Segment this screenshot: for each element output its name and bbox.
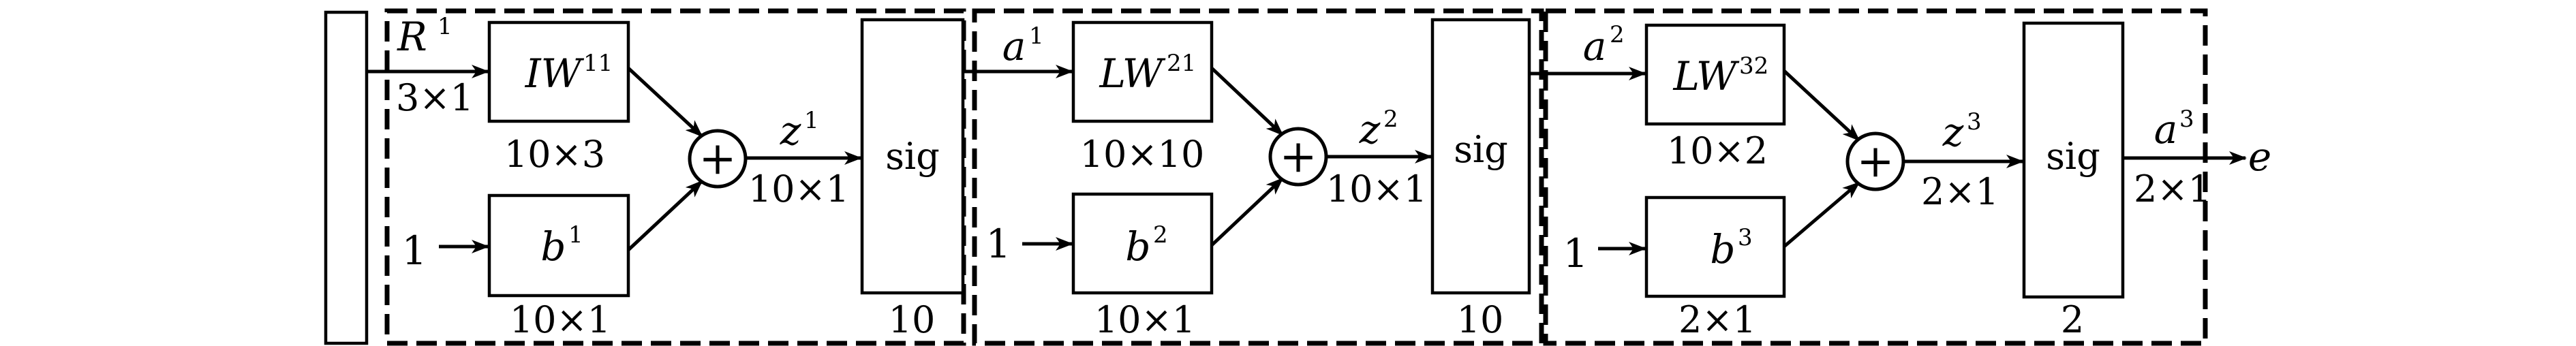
weight-box-lw21	[1071, 20, 1214, 123]
net-input-superscript-z3: 3	[1967, 108, 1982, 136]
transfer-size-3: 2	[2061, 298, 2084, 341]
bias-dims-b3: 2×1	[1678, 298, 1756, 341]
weight-to-sum-arrow-1	[627, 67, 703, 138]
layer1-output-superscript: 1	[1029, 22, 1044, 50]
weight-label-iw11: IW	[525, 50, 585, 97]
input-vector-box	[324, 10, 369, 345]
final-output-e: e	[2248, 133, 2271, 180]
weight-to-sum-arrow-3	[1783, 69, 1860, 142]
net-input-label-z2: z	[1359, 106, 1381, 153]
sum-symbol-2: +	[1279, 130, 1317, 183]
final-output-label-a3: a	[2154, 106, 2178, 153]
net-input-superscript-z1: 1	[804, 107, 819, 134]
bias-box-b1	[487, 193, 630, 298]
bias-dims-b2: 10×1	[1094, 298, 1195, 341]
bias-input-1: 1	[402, 227, 427, 274]
transfer-label-sig-1: sig	[885, 135, 940, 178]
weight-superscript-lw32: 32	[1739, 52, 1768, 80]
layer-3-frame	[1543, 8, 2208, 346]
transfer-size-2: 10	[1457, 298, 1504, 341]
layer2-output-label: a	[1583, 23, 1607, 69]
sum-symbol-1: +	[699, 132, 736, 185]
bias-to-sum-arrow-3	[1783, 181, 1860, 248]
transfer-label-sig-3: sig	[2046, 135, 2100, 178]
bias-label-b3: b	[1710, 226, 1735, 272]
input-dims: 3×1	[396, 76, 474, 119]
input-superscript: 1	[438, 13, 453, 40]
net-input-label-z3: z	[1942, 109, 1964, 155]
sum-symbol-3: +	[1856, 135, 1894, 187]
transfer-box-sig-2	[1430, 18, 1531, 295]
transfer-size-1: 10	[889, 298, 936, 341]
final-output-superscript-a3: 3	[2179, 106, 2194, 133]
final-output-dims: 2×1	[2134, 168, 2211, 210]
bias-superscript-b2: 2	[1153, 221, 1168, 249]
bias-label-b1: b	[540, 223, 566, 270]
weight-box-iw11	[487, 20, 630, 123]
transfer-box-sig-3	[2022, 21, 2125, 299]
net-input-dims-z3: 2×1	[1921, 170, 1999, 213]
layer-2-frame	[972, 8, 1544, 346]
weight-superscript-lw21: 21	[1167, 50, 1196, 77]
bias-box-b2	[1071, 192, 1214, 295]
layer1-output-label: a	[1002, 23, 1026, 69]
net-input-label-z1: z	[780, 108, 801, 154]
bias-dims-b1: 10×1	[510, 298, 611, 341]
weight-dims-lw21: 10×10	[1080, 133, 1205, 176]
transfer-label-sig-2: sig	[1454, 128, 1508, 171]
weight-dims-iw11: 10×3	[504, 133, 605, 176]
layer2-output-superscript: 2	[1610, 21, 1625, 48]
weight-superscript-iw11: 11	[583, 50, 613, 77]
weight-label-lw21: LW	[1099, 50, 1165, 97]
bias-superscript-b3: 3	[1738, 224, 1753, 251]
weight-box-lw32	[1644, 23, 1786, 126]
bias-input-2: 1	[986, 221, 1011, 267]
input-label: R	[397, 14, 427, 60]
weight-to-sum-arrow-2	[1210, 67, 1284, 136]
weight-dims-lw32: 10×2	[1667, 129, 1768, 172]
net-input-superscript-z2: 2	[1383, 106, 1398, 133]
bias-to-sum-arrow-2	[1210, 177, 1284, 247]
bias-label-b2: b	[1125, 223, 1150, 270]
bias-input-3: 1	[1563, 230, 1589, 277]
transfer-box-sig-1	[860, 18, 965, 295]
bias-to-sum-arrow-1	[627, 180, 703, 251]
weight-label-lw32: LW	[1672, 53, 1739, 99]
bias-box-b3	[1644, 195, 1786, 298]
net-input-dims-z2: 10×1	[1326, 168, 1427, 210]
bias-superscript-b1: 1	[568, 221, 583, 249]
net-input-dims-z1: 10×1	[748, 168, 849, 210]
